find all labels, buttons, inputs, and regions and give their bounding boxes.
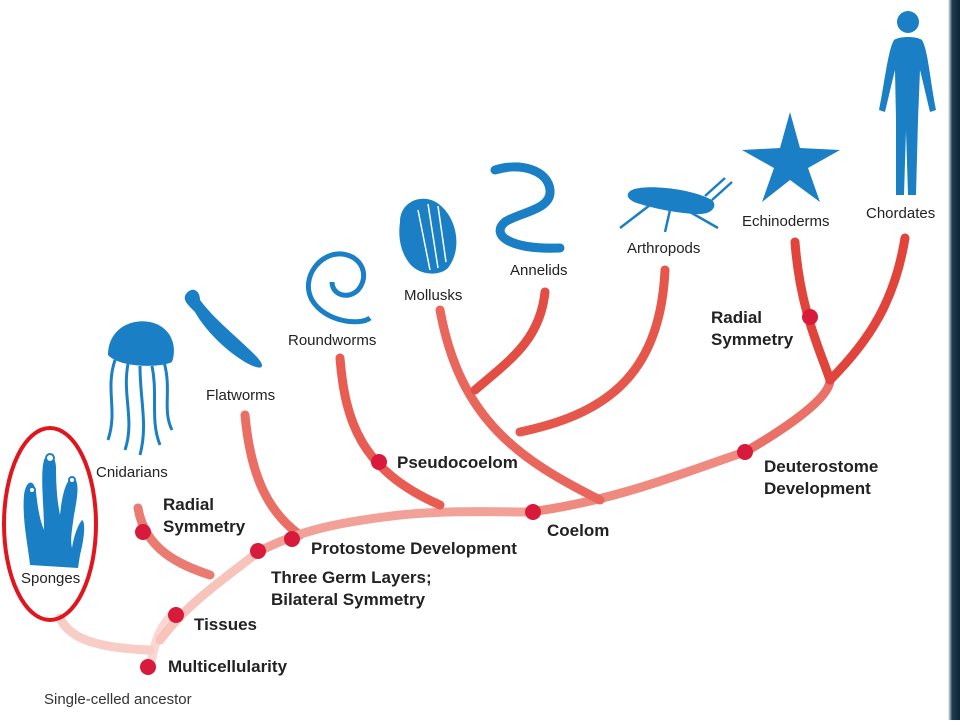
node-protostome (284, 531, 300, 547)
branch-sponges (55, 613, 155, 655)
branch-flatworms (240, 410, 305, 540)
taxon-label-annelids: Annelids (510, 262, 568, 279)
trait-label-radial-symmetry: Radial Symmetry (163, 495, 246, 536)
trait-label-protostome: Protostome Development (311, 539, 517, 558)
branch-roundworms (335, 353, 445, 510)
branch-deutero-up (740, 375, 835, 457)
taxon-label-echinoderms: Echinoderms (742, 213, 830, 230)
node-deuterostome (737, 444, 753, 460)
animals (23, 11, 936, 568)
mollusk-icon (399, 198, 457, 274)
branch-proto-coelomate (435, 305, 605, 505)
branch-annelids (470, 287, 550, 395)
trait-label-tissues: Tissues (194, 615, 258, 634)
taxon-label-cnidarians: Cnidarians (96, 464, 168, 481)
taxon-label-sponges: Sponges (21, 570, 81, 587)
trait-label-radial-symmetry-2: Radial Symmetry (711, 308, 794, 349)
trait-label-deuterostome: Deuterostome Development (764, 457, 879, 498)
node-radial-symmetry-2 (802, 309, 818, 325)
grasshopper-icon (619, 177, 733, 233)
taxon-label-roundworms: Roundworms (288, 332, 377, 349)
trait-label-pseudocoelom: Pseudocoelom (397, 453, 518, 472)
roundworm-icon (305, 251, 372, 325)
trait-label-multicellularity: Multicellularity (168, 657, 288, 676)
trait-nodes (135, 309, 818, 675)
node-tissues (168, 607, 184, 623)
human-icon (879, 11, 936, 195)
annelid-icon (490, 162, 565, 253)
taxon-label-chordates: Chordates (866, 205, 936, 222)
taxon-label-mollusks: Mollusks (404, 287, 463, 304)
branch-cnidarians (133, 503, 215, 580)
node-germ-layers (250, 543, 266, 559)
node-pseudocoelom (371, 454, 387, 470)
sponges-highlight-ring (2, 426, 98, 622)
taxon-label-flatworms: Flatworms (206, 387, 276, 404)
trait-label-coelom: Coelom (547, 521, 610, 540)
branch-main-lower (155, 547, 263, 645)
node-coelom (525, 504, 541, 520)
branch-chordates (825, 233, 910, 385)
ancestor-label: Single-celled ancestor (44, 691, 192, 708)
jellyfish-icon (106, 321, 174, 456)
node-radial-symmetry (135, 524, 151, 540)
sponge-icon (23, 453, 85, 568)
branch-deutero (525, 447, 750, 517)
slide-edge-strip (948, 0, 960, 720)
trait-label-germ-layers: Three Germ Layers; Bilateral Symmetry (271, 568, 432, 609)
branch-echinoderms (790, 237, 835, 385)
flatworm-icon (184, 289, 263, 368)
starfish-icon (742, 112, 840, 202)
node-multicellularity (140, 659, 156, 675)
taxon-label-arthropods: Arthropods (627, 240, 701, 257)
branch-arthropods (515, 265, 670, 437)
